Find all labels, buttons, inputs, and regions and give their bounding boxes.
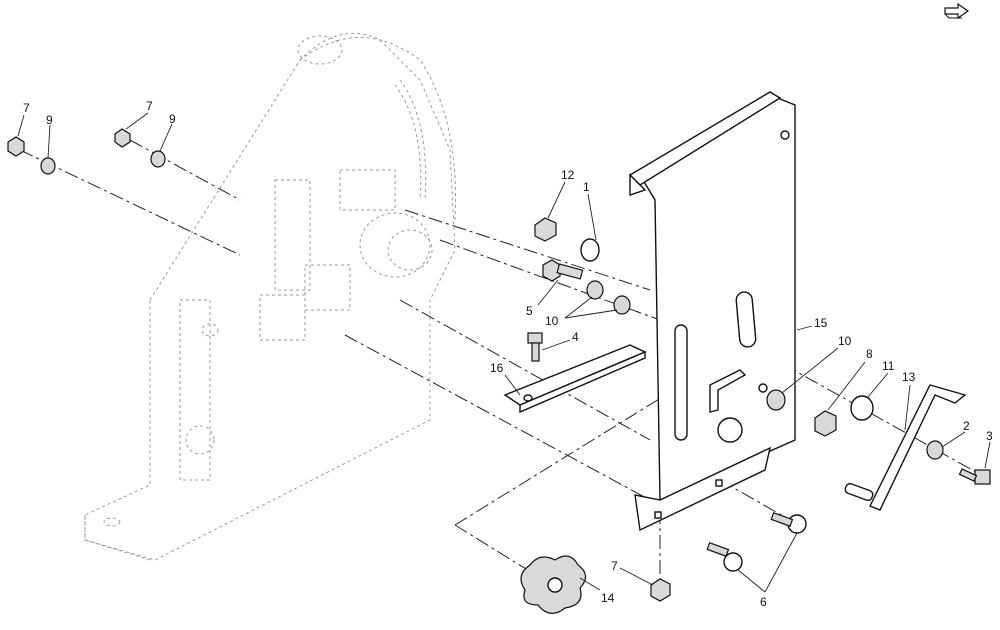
callout-labels: 7 9 7 9 12 1 5 10 4 16 15 10 8 11 13 2 3… [23,99,993,609]
callout-10: 10 [838,334,852,348]
callout-3: 3 [986,429,993,443]
bracket-strip [503,344,647,414]
hardware-parts [7,128,991,602]
callout-7: 7 [23,101,30,115]
callout-5: 5 [526,304,533,318]
callout-2: 2 [963,419,970,433]
callout-9: 9 [169,112,176,126]
next-page-arrow-icon[interactable] [944,2,970,20]
machine-frame-ghost [84,32,457,561]
lever-arm [844,384,967,511]
callout-7: 7 [146,99,153,113]
callout-6: 6 [760,595,767,609]
callout-10: 10 [545,314,559,328]
leader-lines [17,112,991,593]
callout-9: 9 [46,113,53,127]
star-knob [520,555,587,614]
callout-14: 14 [601,591,615,605]
callout-15: 15 [814,316,828,330]
assembly-axis-lines [19,139,991,591]
callout-16: 16 [490,361,504,375]
callout-11: 11 [882,359,895,373]
callout-12: 12 [561,168,575,182]
mounting-plate [628,91,796,532]
callout-1: 1 [583,180,590,194]
callout-13: 13 [902,370,916,384]
callout-4: 4 [572,330,579,344]
callout-8: 8 [866,347,873,361]
callout-7: 7 [611,559,618,573]
